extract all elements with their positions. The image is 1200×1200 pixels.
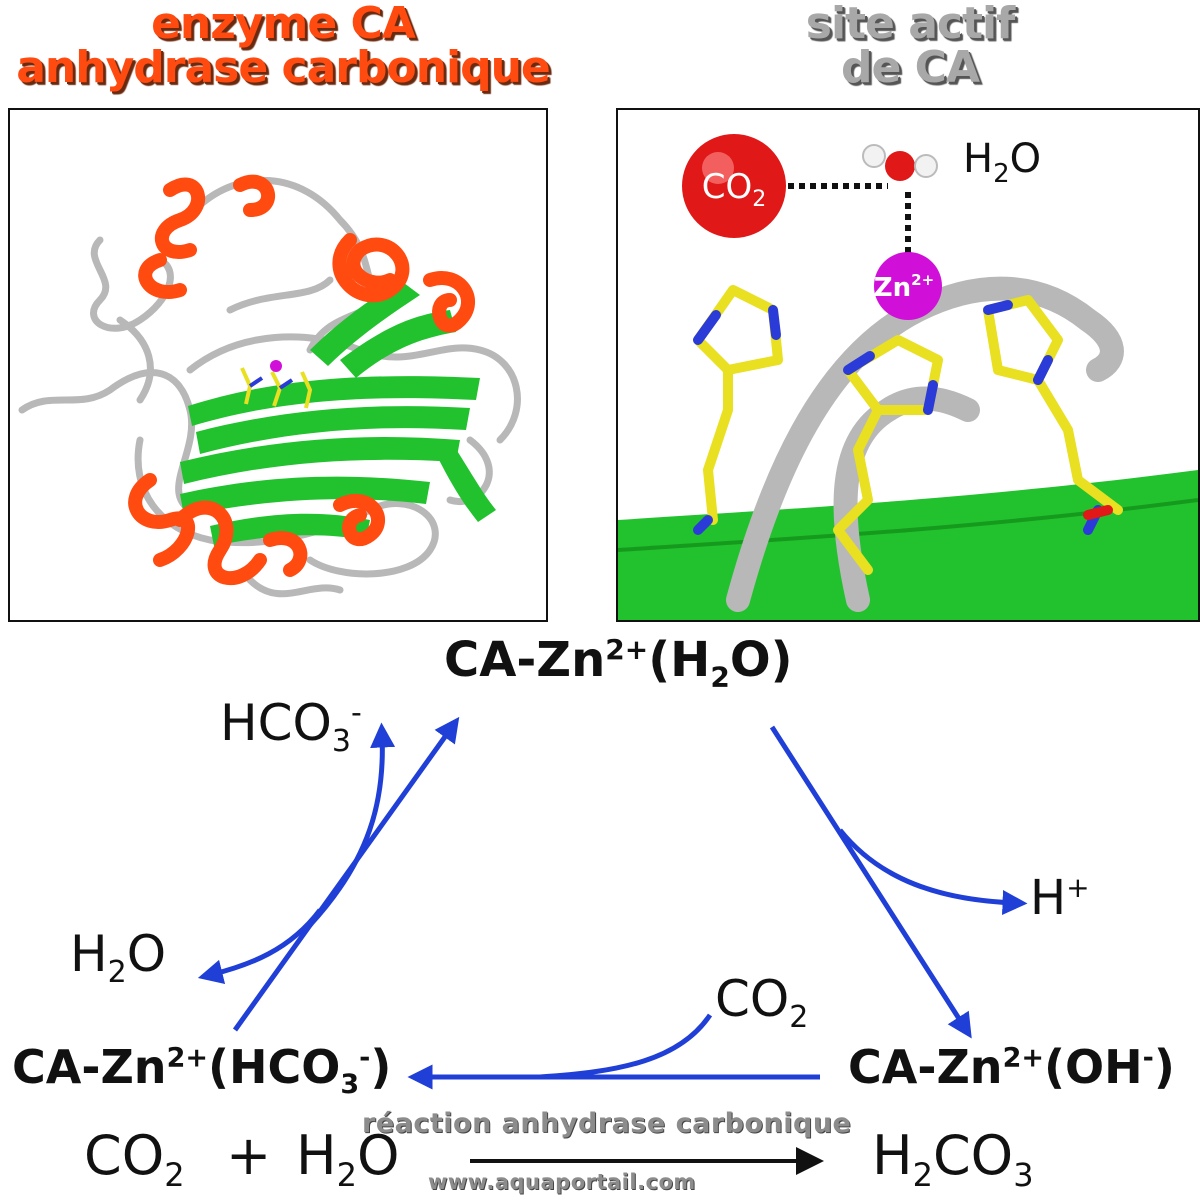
equation-reactant-water: H2O (296, 1124, 400, 1194)
bicarbonate-ion-label: HCO3- (220, 694, 362, 759)
site-url-watermark: www.aquaportail.com (428, 1170, 696, 1194)
active-site-title-line2: de CA (841, 42, 980, 93)
water-complex-label: CA-Zn2+(H2O) (444, 632, 793, 694)
zinc-sphere-label: Zn2+ (874, 271, 934, 303)
active-site-title-line1: site actif (805, 0, 1016, 49)
arrow-bicarbonate-release (308, 722, 396, 927)
enzyme-title: enzyme CA anhydrase carbonique (0, 2, 566, 90)
enzyme-title-line2: anhydrase carbonique (16, 42, 551, 93)
enzyme-structure-panel (8, 108, 548, 622)
hydroxide-complex-label: CA-Zn2+(OH-) (848, 1040, 1175, 1094)
arrow-water-release (197, 908, 322, 985)
active-site-illustration: CO2 Zn2+ H2O (618, 134, 1198, 620)
water-molecule-label: H2O (963, 136, 1041, 189)
active-site-panel: CO2 Zn2+ H2O (616, 108, 1200, 622)
equation-reactant-co2: CO2 (84, 1124, 185, 1194)
arrow-co2-uptake (539, 1013, 713, 1080)
released-water-label: H2O (70, 925, 167, 990)
zinc-ion-marker (270, 360, 282, 372)
incoming-co2-label: CO2 (715, 970, 809, 1035)
arrow-proton-release (838, 828, 1028, 915)
enzyme-ribbon-illustration (18, 174, 521, 598)
co2-sphere-label: CO2 (702, 167, 767, 212)
bicarbonate-complex-label: CA-Zn2+(HCO3-) (12, 1040, 392, 1101)
reaction-caption-watermark: réaction anhydrase carbonique (362, 1108, 852, 1139)
proton-label: H+ (1030, 870, 1090, 926)
equation-product-carbonic-acid: H2CO3 (872, 1124, 1034, 1194)
enzyme-title-line1: enzyme CA (151, 0, 416, 49)
active-site-title: site actif de CA (760, 2, 1060, 90)
arrow-to-hydroxide-complex (769, 725, 972, 1039)
equation-plus: + (226, 1124, 272, 1187)
